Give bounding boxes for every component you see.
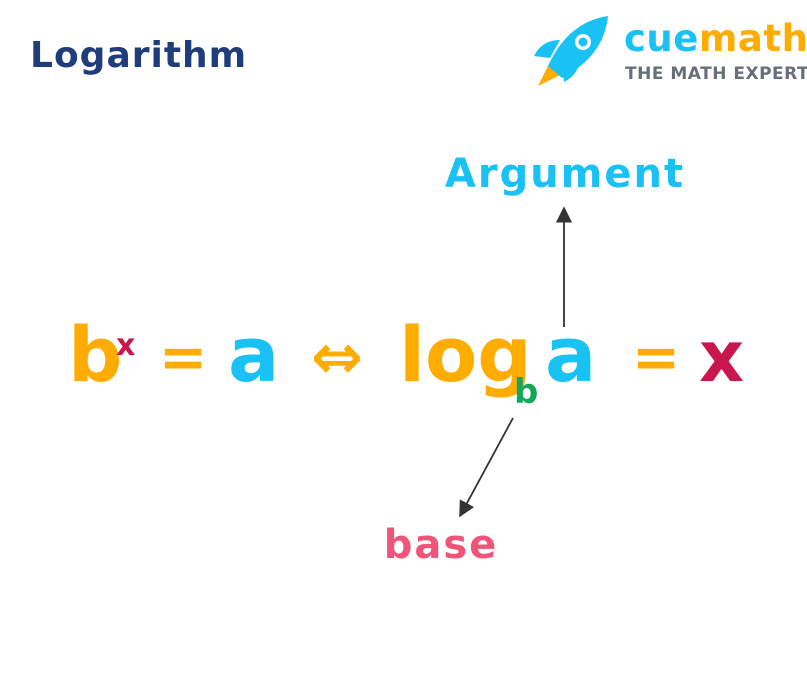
lhs-result: a bbox=[228, 310, 279, 399]
log-base: b bbox=[514, 372, 538, 412]
rocket-icon bbox=[534, 16, 608, 86]
base-arrow bbox=[459, 417, 514, 518]
lhs-base: b bbox=[68, 310, 122, 399]
equivalence-symbol: ⇔ bbox=[311, 320, 363, 393]
rhs-equals: = bbox=[632, 323, 681, 391]
brand-wordmark-math: math bbox=[698, 17, 807, 60]
brand-logo[interactable]: cuemath THE MATH EXPERT bbox=[528, 10, 807, 90]
log-argument: a bbox=[545, 310, 596, 399]
brand-wordmark: cuemath bbox=[624, 20, 807, 57]
lhs-equals: = bbox=[159, 323, 208, 391]
page-title: Logarithm bbox=[30, 35, 248, 76]
rhs-result: x bbox=[699, 316, 744, 398]
lhs-exponent: x bbox=[116, 328, 135, 363]
brand-tagline: THE MATH EXPERT bbox=[625, 64, 807, 84]
brand-wordmark-cue: cue bbox=[624, 17, 699, 60]
base-label: base bbox=[384, 522, 499, 568]
log-word: log bbox=[399, 310, 532, 399]
argument-label: Argument bbox=[445, 151, 685, 197]
